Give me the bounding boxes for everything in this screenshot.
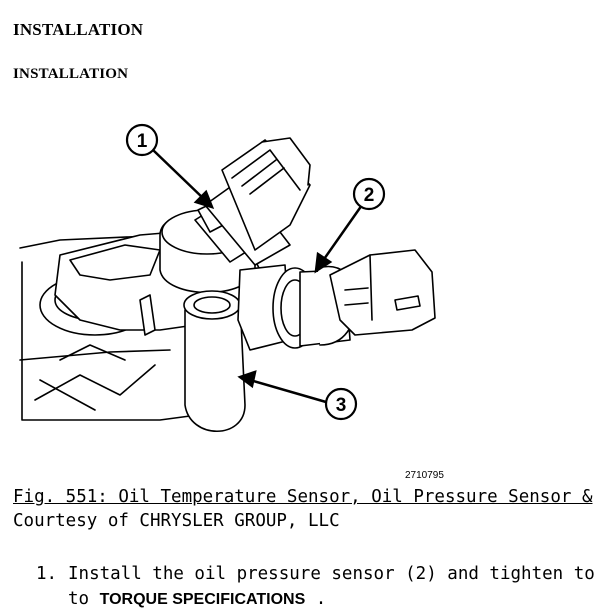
step-line-1: 1. Install the oil pressure sensor (2) an… <box>36 562 602 587</box>
step-text-suffix: . <box>305 589 327 609</box>
callout-1: 1 <box>137 131 148 152</box>
step-number: 1. <box>36 564 58 584</box>
step-text: Install the oil pressure sensor (2) and … <box>68 564 595 584</box>
step-line-2: to TORQUE SPECIFICATIONS . <box>36 587 602 612</box>
torque-specifications-link[interactable]: TORQUE SPECIFICATIONS <box>99 591 306 608</box>
step-text-prefix: to <box>68 589 100 609</box>
figure-courtesy: Courtesy of CHRYSLER GROUP, LLC <box>13 511 340 531</box>
instruction-step: 1. Install the oil pressure sensor (2) an… <box>36 562 602 612</box>
section-heading: INSTALLATION <box>13 20 144 39</box>
figure-id-label: 2710795 <box>405 470 444 481</box>
callout-2: 2 <box>364 185 375 206</box>
sensor-illustration: 1 2 3 <box>19 123 436 433</box>
callout-3: 3 <box>336 395 347 416</box>
subsection-heading: INSTALLATION <box>13 66 129 82</box>
figure-caption: Fig. 551: Oil Temperature Sensor, Oil Pr… <box>13 487 593 507</box>
